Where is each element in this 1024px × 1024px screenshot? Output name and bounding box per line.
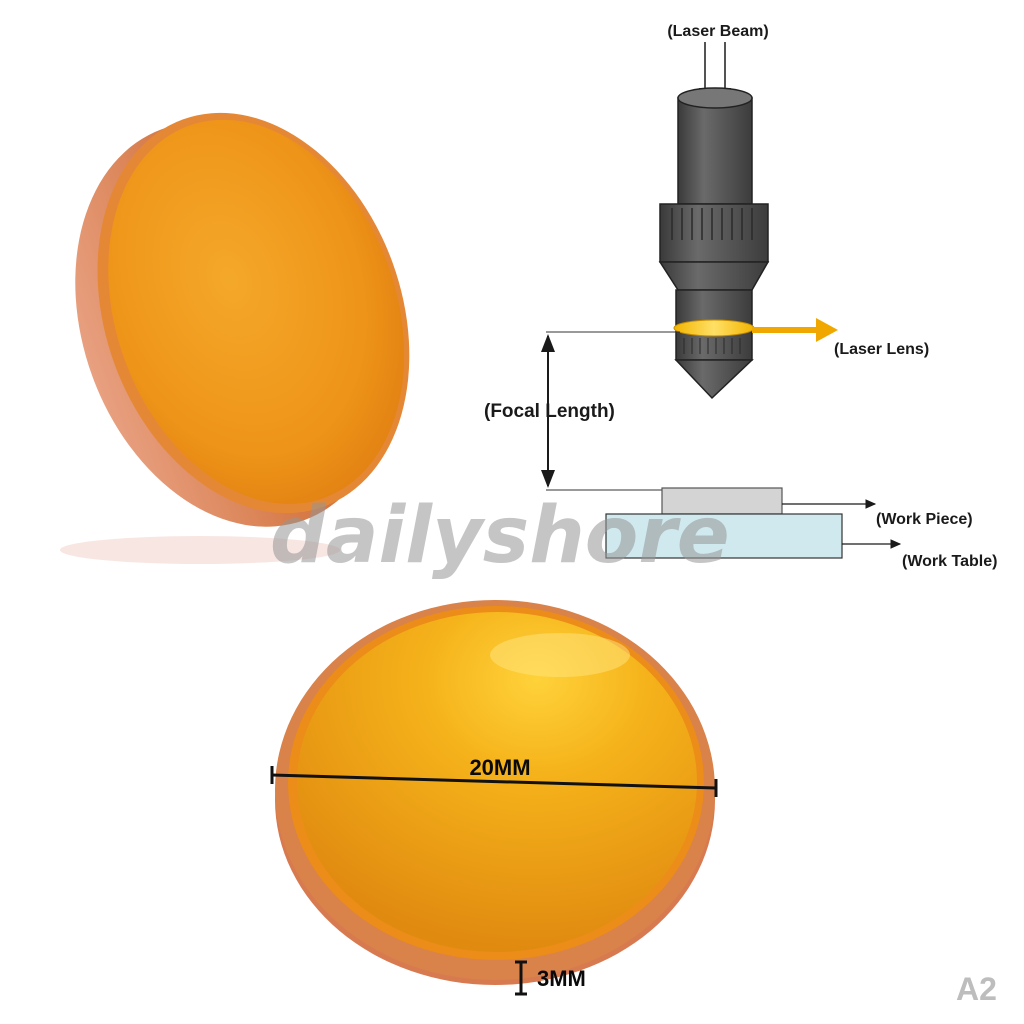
work-table-label: (Work Table) (902, 553, 997, 570)
lens-photo-flat (275, 600, 715, 985)
work-table (605, 513, 843, 559)
corner-tag: A2 (956, 971, 997, 1007)
diameter-dimension-line (271, 773, 717, 790)
nozzle-collar (659, 203, 769, 263)
thickness-label: 3MM (537, 966, 586, 991)
work-piece-label: (Work Piece) (876, 511, 973, 528)
nozzle-tip (674, 359, 754, 400)
laser-head-diagram: (Laser Beam) (Laser Lens) (Focal Length)… (484, 23, 997, 570)
laser-lens-label: (Laser Lens) (834, 341, 929, 358)
laser-beam-label: (Laser Beam) (667, 23, 768, 40)
work-piece (661, 487, 783, 515)
lens-photo-tilted (60, 112, 410, 564)
laser-lens-band (673, 319, 755, 337)
focal-length-label: (Focal Length) (484, 401, 615, 422)
watermark-text: dailyshore (270, 491, 730, 581)
diameter-label: 20MM (469, 755, 530, 780)
nozzle-tube (677, 97, 753, 205)
